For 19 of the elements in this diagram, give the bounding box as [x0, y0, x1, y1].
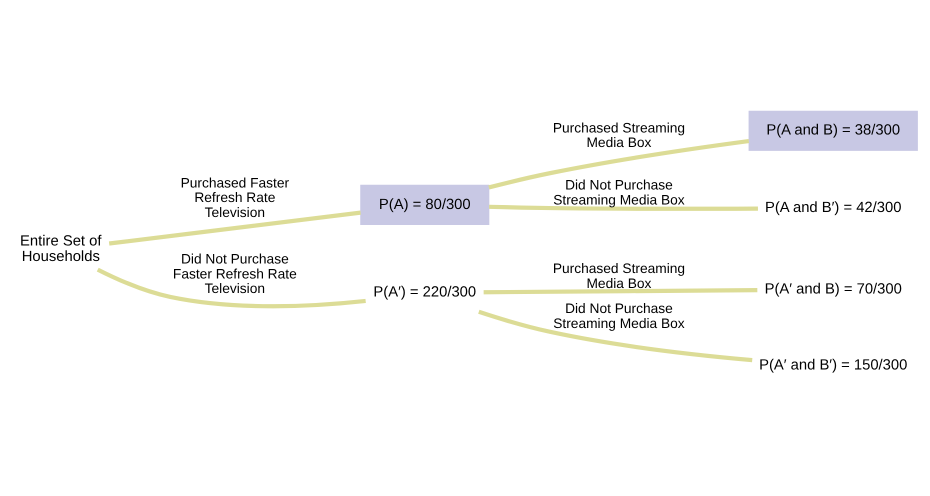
- connector: [108, 210, 361, 246]
- edge-label: Did Not Purchase Faster Refresh Rate Television: [172, 252, 297, 296]
- node-text: P(A′) = 220/300: [373, 284, 476, 301]
- node-text: P(A′ and B′) = 150/300: [759, 358, 908, 374]
- node-box: P(A and B) = 38/300: [748, 110, 918, 151]
- edge-label: Did Not Purchase Streaming Media Box: [553, 177, 685, 208]
- edge-label: Purchased Streaming Media Box: [552, 120, 686, 150]
- node-text: Entire Set of Households: [20, 233, 102, 266]
- connector: [478, 310, 752, 362]
- node-box: P(A) = 80/300: [360, 184, 490, 225]
- connector: [489, 204, 758, 211]
- edge-label: Purchased Faster Refresh Rate Television: [180, 175, 290, 220]
- connector: [484, 288, 758, 294]
- edge-label: Did Not Purchase Streaming Media Box: [553, 301, 685, 332]
- connector: [96, 268, 366, 308]
- connector: [488, 138, 750, 190]
- node-text: P(A′ and B) = 70/300: [764, 281, 902, 298]
- node-text: P(A and B′) = 42/300: [765, 200, 902, 216]
- edge-label: Purchased Streaming Media Box: [552, 261, 686, 291]
